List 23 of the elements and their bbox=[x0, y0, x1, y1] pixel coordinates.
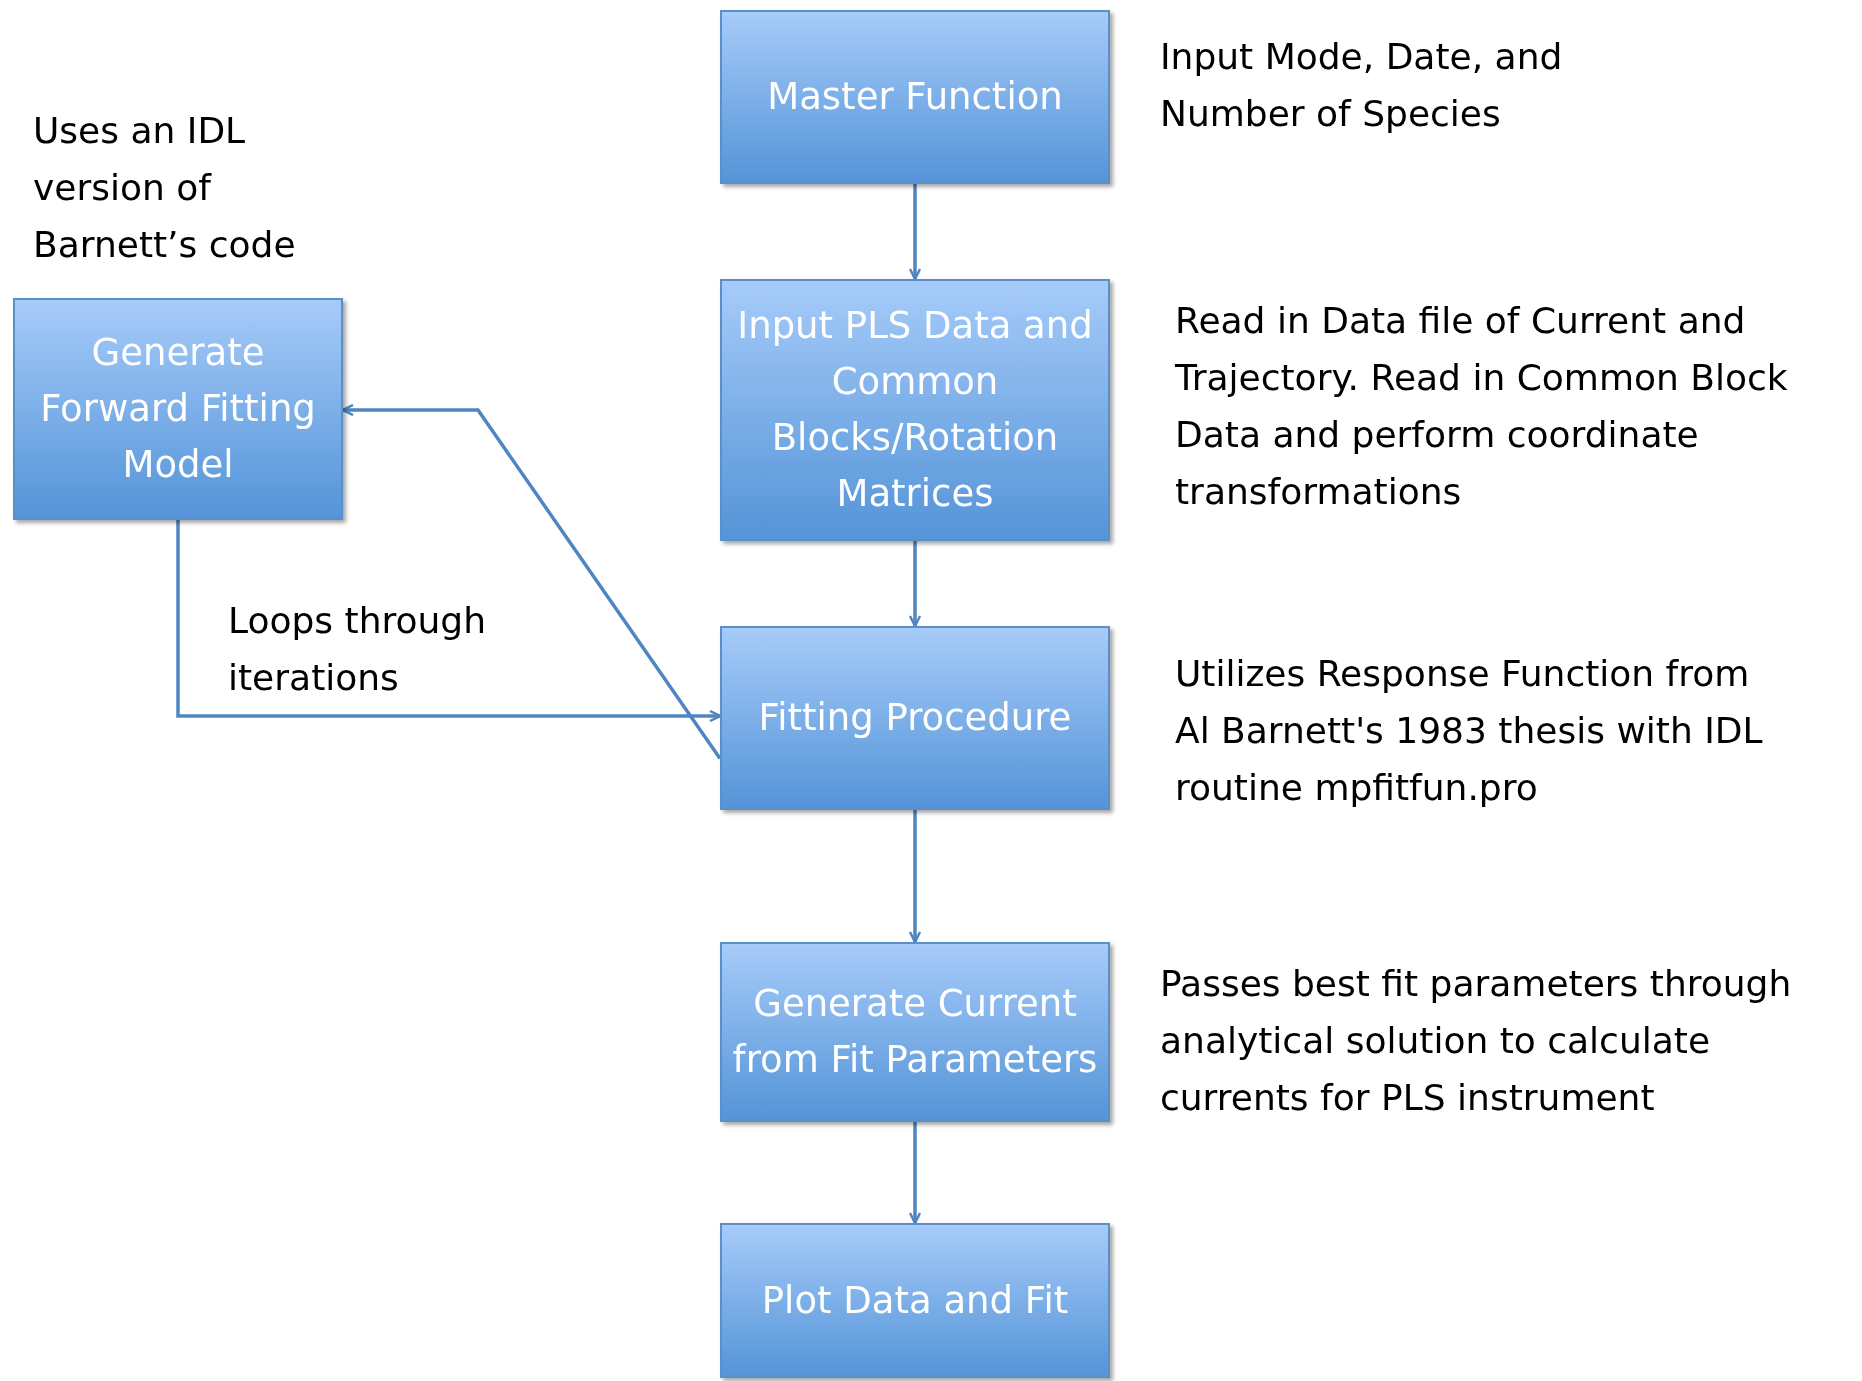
process-box bbox=[720, 942, 1110, 1122]
description-text: Uses an IDL version of Barnett’s code bbox=[33, 109, 297, 267]
annotation-text: Loops through iterations bbox=[228, 599, 487, 700]
arrow bbox=[908, 1122, 922, 1225]
box-label: Input PLS Data and Common Blocks/Rotation Matrices bbox=[736, 303, 1094, 517]
arrow bbox=[908, 810, 922, 944]
box-label: Generate Forward Fitting Model bbox=[39, 330, 317, 488]
description-text: Read in Data file of Current and Trajectory. Read in Common Block Data and perform coordinate transformations bbox=[1175, 299, 1789, 514]
arrow bbox=[908, 184, 922, 281]
box-label: Master Function bbox=[766, 74, 1064, 120]
process-box bbox=[720, 279, 1110, 541]
process-box bbox=[720, 10, 1110, 184]
box-label: Fitting Procedure bbox=[757, 695, 1073, 741]
arrow bbox=[176, 520, 722, 723]
description-text: Passes best fit parameters through analytical solution to calculate currents for PLS instrument bbox=[1160, 962, 1793, 1120]
description-text: Utilizes Response Function from Al Barnett's 1983 thesis with IDL routine mpfitfun.pro bbox=[1175, 652, 1764, 810]
process-box bbox=[720, 626, 1110, 810]
process-box bbox=[13, 298, 343, 520]
process-box bbox=[720, 1223, 1110, 1378]
box-label: Plot Data and Fit bbox=[760, 1277, 1070, 1324]
description-text: Input Mode, Date, and Number of Species bbox=[1160, 35, 1564, 136]
box-label: Generate Current from Fit Parameters bbox=[731, 981, 1099, 1083]
arrow bbox=[908, 541, 922, 628]
